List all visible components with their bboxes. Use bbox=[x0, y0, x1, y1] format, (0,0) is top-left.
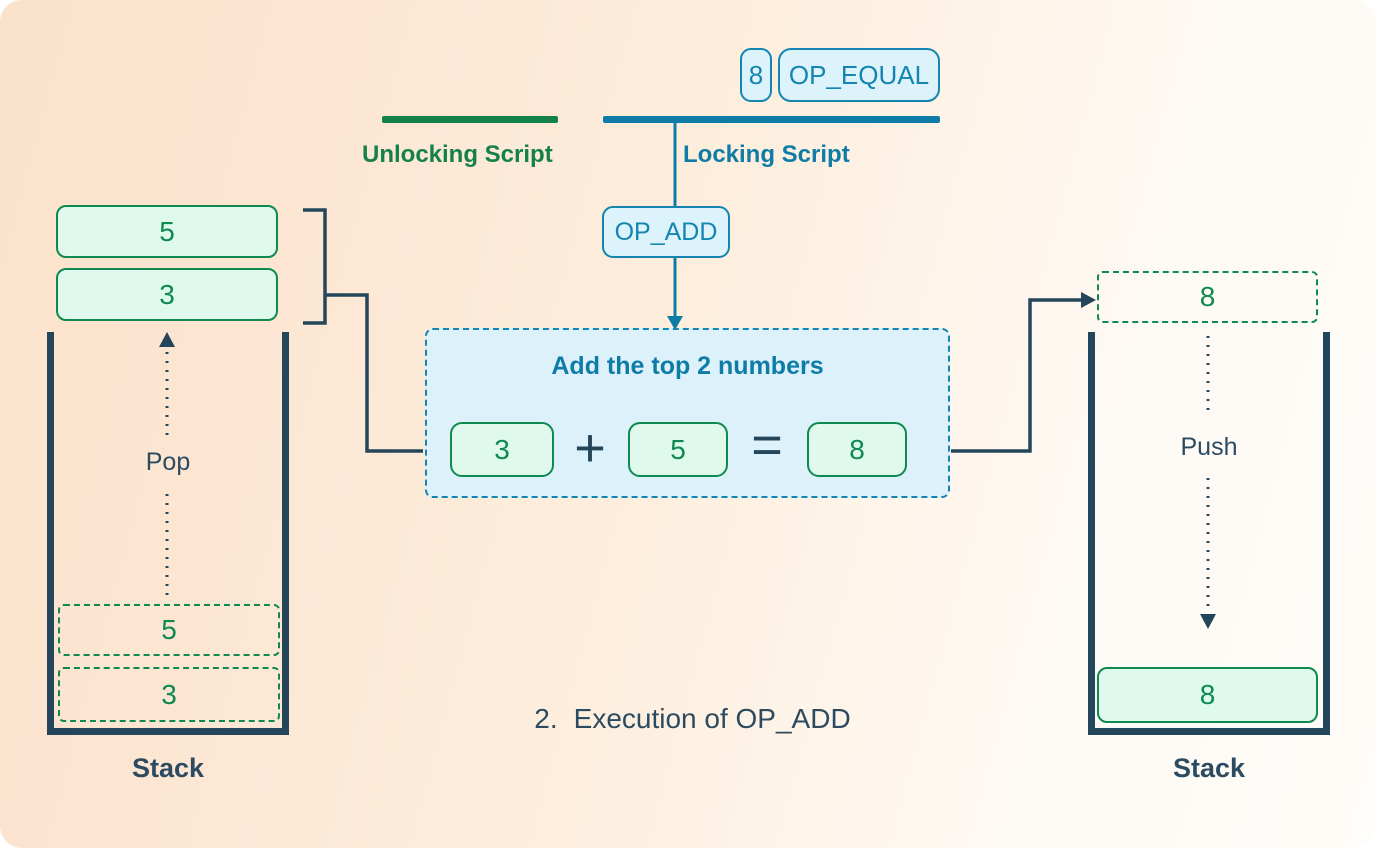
ghost-item-3: 3 bbox=[58, 667, 280, 722]
popped-item-top: 5 bbox=[56, 205, 278, 258]
push-label: Push bbox=[1180, 433, 1238, 461]
right-stack-frame bbox=[1088, 332, 1330, 735]
pop-bracket bbox=[303, 208, 327, 325]
popped-item-second-value: 3 bbox=[159, 278, 175, 310]
left-stack-frame bbox=[47, 332, 289, 735]
incoming-item-value: 8 bbox=[1199, 281, 1216, 312]
locking-token-op-equal-label: OP_EQUAL bbox=[788, 59, 930, 90]
locking-script-label: Locking Script bbox=[683, 141, 850, 168]
locking-token-op-equal: OP_EQUAL bbox=[778, 48, 940, 102]
right-stack-label: Stack bbox=[1172, 753, 1246, 783]
result-box: 8 bbox=[807, 422, 907, 477]
equals-icon: = bbox=[751, 415, 783, 475]
plus-icon: + bbox=[574, 418, 606, 478]
left-connector-line bbox=[325, 293, 423, 453]
op-add-box: OP_ADD bbox=[602, 206, 730, 258]
incoming-item-box: 8 bbox=[1097, 271, 1318, 323]
pushed-item-box: 8 bbox=[1097, 667, 1318, 723]
right-connector-arrowhead-icon bbox=[1081, 292, 1096, 308]
pop-label: Pop bbox=[145, 448, 191, 476]
ghost-item-5: 5 bbox=[58, 604, 280, 656]
ghost-item-3-value: 3 bbox=[161, 678, 177, 710]
unlocking-script-bar bbox=[382, 116, 558, 123]
operation-title: Add the top 2 numbers bbox=[551, 352, 824, 380]
diagram-caption: 2. Execution of OP_ADD bbox=[420, 703, 965, 735]
left-stack-label: Stack bbox=[131, 753, 205, 783]
locking-script-bar bbox=[603, 116, 940, 123]
operand-b-box: 5 bbox=[628, 422, 728, 477]
locking-token-8: 8 bbox=[740, 48, 772, 102]
caption-text: Execution of OP_ADD bbox=[573, 703, 851, 734]
popped-item-second: 3 bbox=[56, 268, 278, 321]
result-value: 8 bbox=[849, 433, 865, 465]
operand-a-box: 3 bbox=[450, 422, 554, 477]
operand-b-value: 5 bbox=[670, 433, 686, 465]
right-connector-line bbox=[951, 298, 1082, 453]
ghost-item-5-value: 5 bbox=[161, 614, 177, 645]
op-add-label: OP_ADD bbox=[614, 217, 718, 246]
locking-token-8-label: 8 bbox=[748, 59, 764, 90]
operand-a-value: 3 bbox=[494, 433, 510, 465]
pushed-item-value: 8 bbox=[1199, 679, 1216, 710]
unlocking-script-label: Unlocking Script bbox=[362, 141, 553, 168]
popped-item-top-value: 5 bbox=[159, 215, 175, 247]
caption-number: 2. bbox=[534, 703, 558, 734]
